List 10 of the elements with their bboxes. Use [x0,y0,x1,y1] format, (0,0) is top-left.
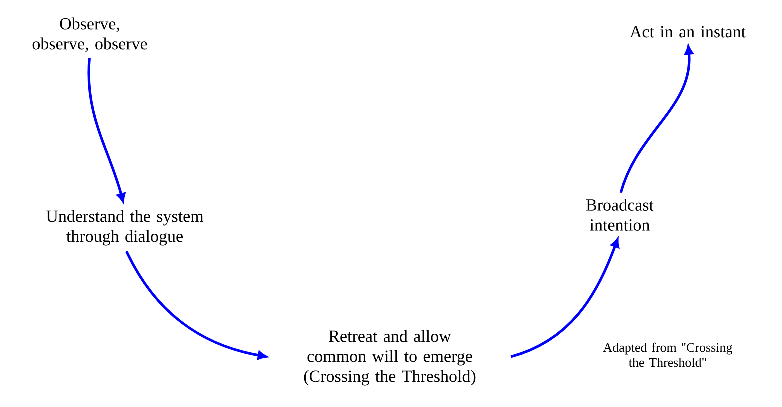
note-text: Adapted from "Crossing the Threshold" [603,342,732,368]
curved-arrow [126,250,267,360]
curved-arrow [88,58,126,202]
step-text: Retreat and allow common will to emerge (Crossing the Threshold) [304,330,476,386]
step-text: Act in an instant [630,26,746,38]
curved-arrow [620,46,694,194]
step-text: Understand the system through dialogue [46,210,204,246]
step-text: Broadcast intention [586,199,654,231]
step-text: Observe, observe, observe [32,18,148,52]
curved-arrow [510,238,620,358]
